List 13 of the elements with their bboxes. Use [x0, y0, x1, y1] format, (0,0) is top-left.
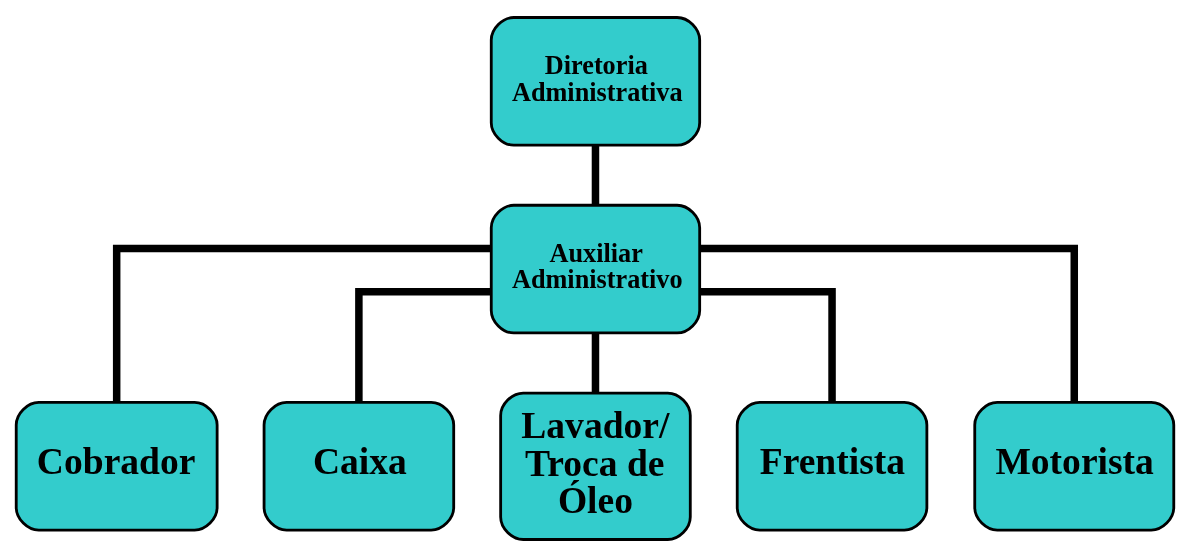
node-box: Motorista	[973, 401, 1176, 532]
node-box: Caixa	[262, 401, 456, 532]
connector	[355, 287, 491, 403]
node-box: Cobrador	[14, 401, 219, 532]
node-box: Diretoria Administrativa	[489, 16, 702, 147]
connector	[699, 287, 836, 403]
node-box: Auxiliar Administrativo	[489, 203, 702, 335]
connector	[591, 333, 600, 393]
connector	[699, 244, 1078, 403]
node-box: Frentista	[735, 401, 929, 532]
node-box: Lavador/ Troca de Óleo	[499, 391, 692, 541]
connector	[112, 244, 491, 403]
connector	[591, 145, 600, 205]
